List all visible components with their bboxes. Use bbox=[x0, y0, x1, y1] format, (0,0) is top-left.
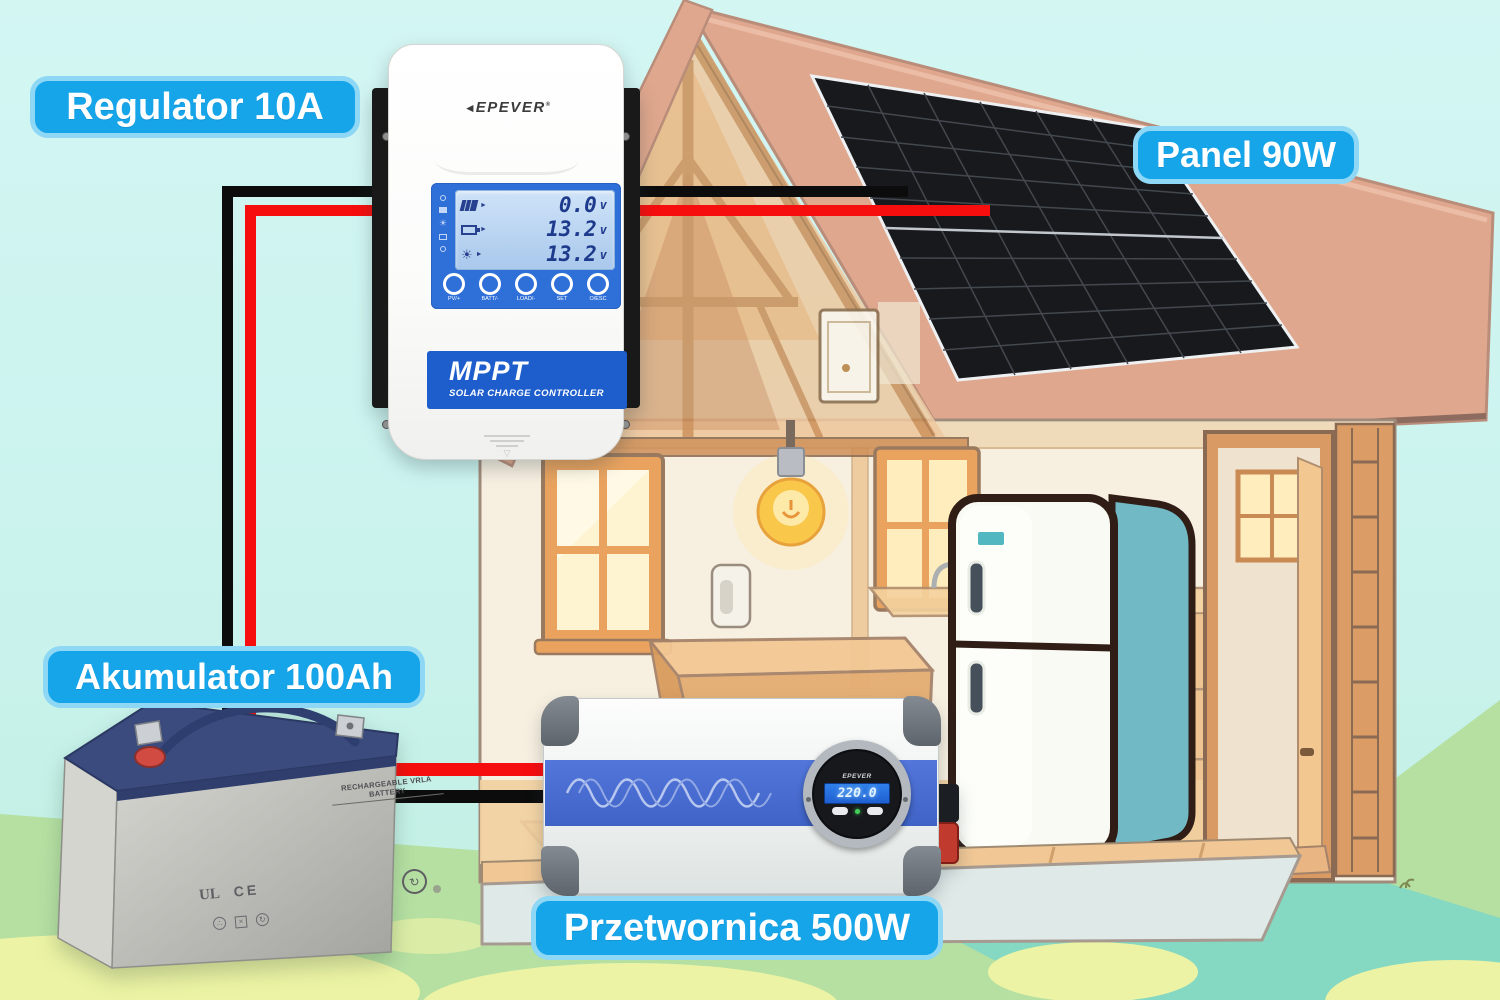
grass-patches bbox=[433, 878, 1500, 1000]
load-button-label: LOAD/- bbox=[516, 296, 536, 302]
controller-body: ◄EPEVER® ☀ ► 0.0 v bbox=[388, 44, 627, 460]
wall-ladder-trim bbox=[1334, 422, 1396, 878]
mppt-banner: MPPT SOLAR CHARGE CONTROLLER bbox=[427, 351, 627, 409]
display-panel: ☀ ► 0.0 v ► 13.2 v bbox=[431, 183, 621, 309]
voltage-unit: v bbox=[599, 222, 607, 237]
esc-button-label: O/ESC bbox=[589, 296, 607, 302]
sine-wave-icon bbox=[565, 778, 772, 808]
screw-icon bbox=[903, 797, 908, 802]
pv-button[interactable] bbox=[443, 273, 465, 295]
wire-pv-positive bbox=[612, 205, 990, 216]
mppt-subtitle: SOLAR CHARGE CONTROLLER bbox=[449, 388, 604, 399]
body-crease bbox=[435, 145, 579, 175]
kettle bbox=[710, 563, 752, 629]
voltage-unit: v bbox=[599, 198, 607, 213]
vent-grille: ▽ bbox=[389, 435, 625, 458]
battery-drawing bbox=[57, 700, 400, 970]
screw-icon bbox=[806, 797, 811, 802]
triangle-icon: ▽ bbox=[503, 448, 511, 458]
load-icon bbox=[440, 246, 446, 252]
inverter-unit: EPEVER 220.0 bbox=[541, 696, 959, 896]
label-panel: Panel 90W bbox=[1133, 126, 1359, 184]
pv-button-label: PV/+ bbox=[447, 296, 461, 302]
label-regulator: Regulator 10A bbox=[30, 76, 360, 138]
window-left bbox=[533, 453, 673, 656]
wire-controller-battery-negative-v bbox=[222, 186, 233, 760]
ce-mark: CE bbox=[233, 881, 260, 900]
arrow-right-icon: ► bbox=[475, 251, 483, 259]
inverter-button[interactable] bbox=[866, 807, 883, 815]
charge-controller: ◄EPEVER® ☀ ► 0.0 v bbox=[370, 30, 642, 466]
open-door bbox=[1203, 430, 1335, 882]
inverter-lcd: 220.0 bbox=[824, 783, 890, 804]
load-voltage-value: 13.2 bbox=[546, 242, 597, 267]
corner-cap bbox=[903, 696, 941, 746]
inverter-controls bbox=[831, 807, 883, 815]
button-row: PV/+ BATT/- LOAD/- SET O/ESC bbox=[437, 273, 615, 302]
brand-name: EPEVER bbox=[475, 99, 546, 116]
status-dot-icon bbox=[440, 195, 446, 201]
positive-terminal bbox=[134, 746, 166, 768]
attic-door bbox=[818, 302, 920, 404]
wire-pv-negative bbox=[612, 186, 908, 197]
arrow-right-icon: ► bbox=[480, 201, 487, 209]
arrow-right-icon: ► bbox=[480, 226, 487, 234]
fridge bbox=[948, 494, 1196, 876]
sun-icon: ☀ bbox=[461, 247, 473, 263]
wire-controller-battery-positive-h bbox=[245, 205, 400, 216]
load-button[interactable] bbox=[515, 273, 537, 295]
battery-voltage-value: 13.2 bbox=[546, 217, 597, 242]
set-button[interactable] bbox=[551, 273, 573, 295]
label-regulator-text: Regulator 10A bbox=[66, 86, 324, 128]
set-button-label: SET bbox=[556, 296, 568, 302]
inverter-button[interactable] bbox=[831, 807, 848, 815]
label-panel-text: Panel 90W bbox=[1155, 134, 1337, 175]
corner-cap bbox=[541, 696, 579, 746]
lcd-row-load: ☀ ► 13.2 v bbox=[461, 243, 607, 267]
brand-swoosh-icon: ◄ bbox=[463, 101, 476, 115]
label-battery-text: Akumulator 100Ah bbox=[74, 656, 394, 697]
lcd-row-pv: ► 0.0 v bbox=[459, 192, 607, 217]
battery-unit bbox=[50, 693, 415, 988]
recycle-arrow-icon: ↻ bbox=[255, 912, 270, 927]
solar-panel-icon bbox=[459, 199, 479, 211]
sun-icon: ☀ bbox=[438, 218, 448, 228]
lcd-screen: ► 0.0 v ► 13.2 v ☀ ► 13.2 v bbox=[455, 190, 615, 270]
wire-controller-battery-positive-v bbox=[245, 205, 256, 755]
label-battery: Akumulator 100Ah bbox=[43, 646, 425, 708]
ul-mark: UL bbox=[198, 885, 221, 904]
mppt-title: MPPT bbox=[449, 356, 529, 386]
pv-array-icon bbox=[439, 207, 447, 213]
pv-voltage-value: 0.0 bbox=[558, 192, 597, 217]
no-trash-icon: × bbox=[234, 914, 248, 929]
lcd-row-battery: ► 13.2 v bbox=[461, 218, 607, 242]
corner-cap bbox=[903, 846, 941, 896]
inverter-display: EPEVER 220.0 bbox=[803, 740, 911, 848]
wire-controller-battery-negative-h bbox=[222, 186, 400, 197]
esc-button[interactable] bbox=[587, 273, 609, 295]
battery-icon bbox=[439, 234, 447, 240]
power-led-icon bbox=[854, 808, 860, 814]
pendant-light bbox=[733, 420, 849, 570]
corner-cap bbox=[541, 846, 579, 896]
recycle-dots-icon: ∴ bbox=[212, 916, 227, 931]
battery-icon bbox=[461, 224, 480, 235]
inverter-brand: EPEVER bbox=[842, 773, 872, 780]
label-inverter: Przetwornica 500W bbox=[531, 896, 943, 960]
voltage-unit: v bbox=[599, 247, 607, 262]
label-inverter-text: Przetwornica 500W bbox=[563, 907, 911, 949]
solar-panel bbox=[809, 74, 1300, 382]
battery-button[interactable] bbox=[479, 273, 501, 295]
wire-battery-inverter-negative bbox=[394, 790, 554, 803]
brand-logo: ◄EPEVER® bbox=[389, 99, 625, 116]
wire-battery-inverter-positive bbox=[394, 763, 554, 776]
battery-button-label: BATT/- bbox=[481, 296, 499, 302]
status-icon-strip: ☀ bbox=[436, 195, 450, 252]
registered-mark: ® bbox=[545, 102, 551, 108]
